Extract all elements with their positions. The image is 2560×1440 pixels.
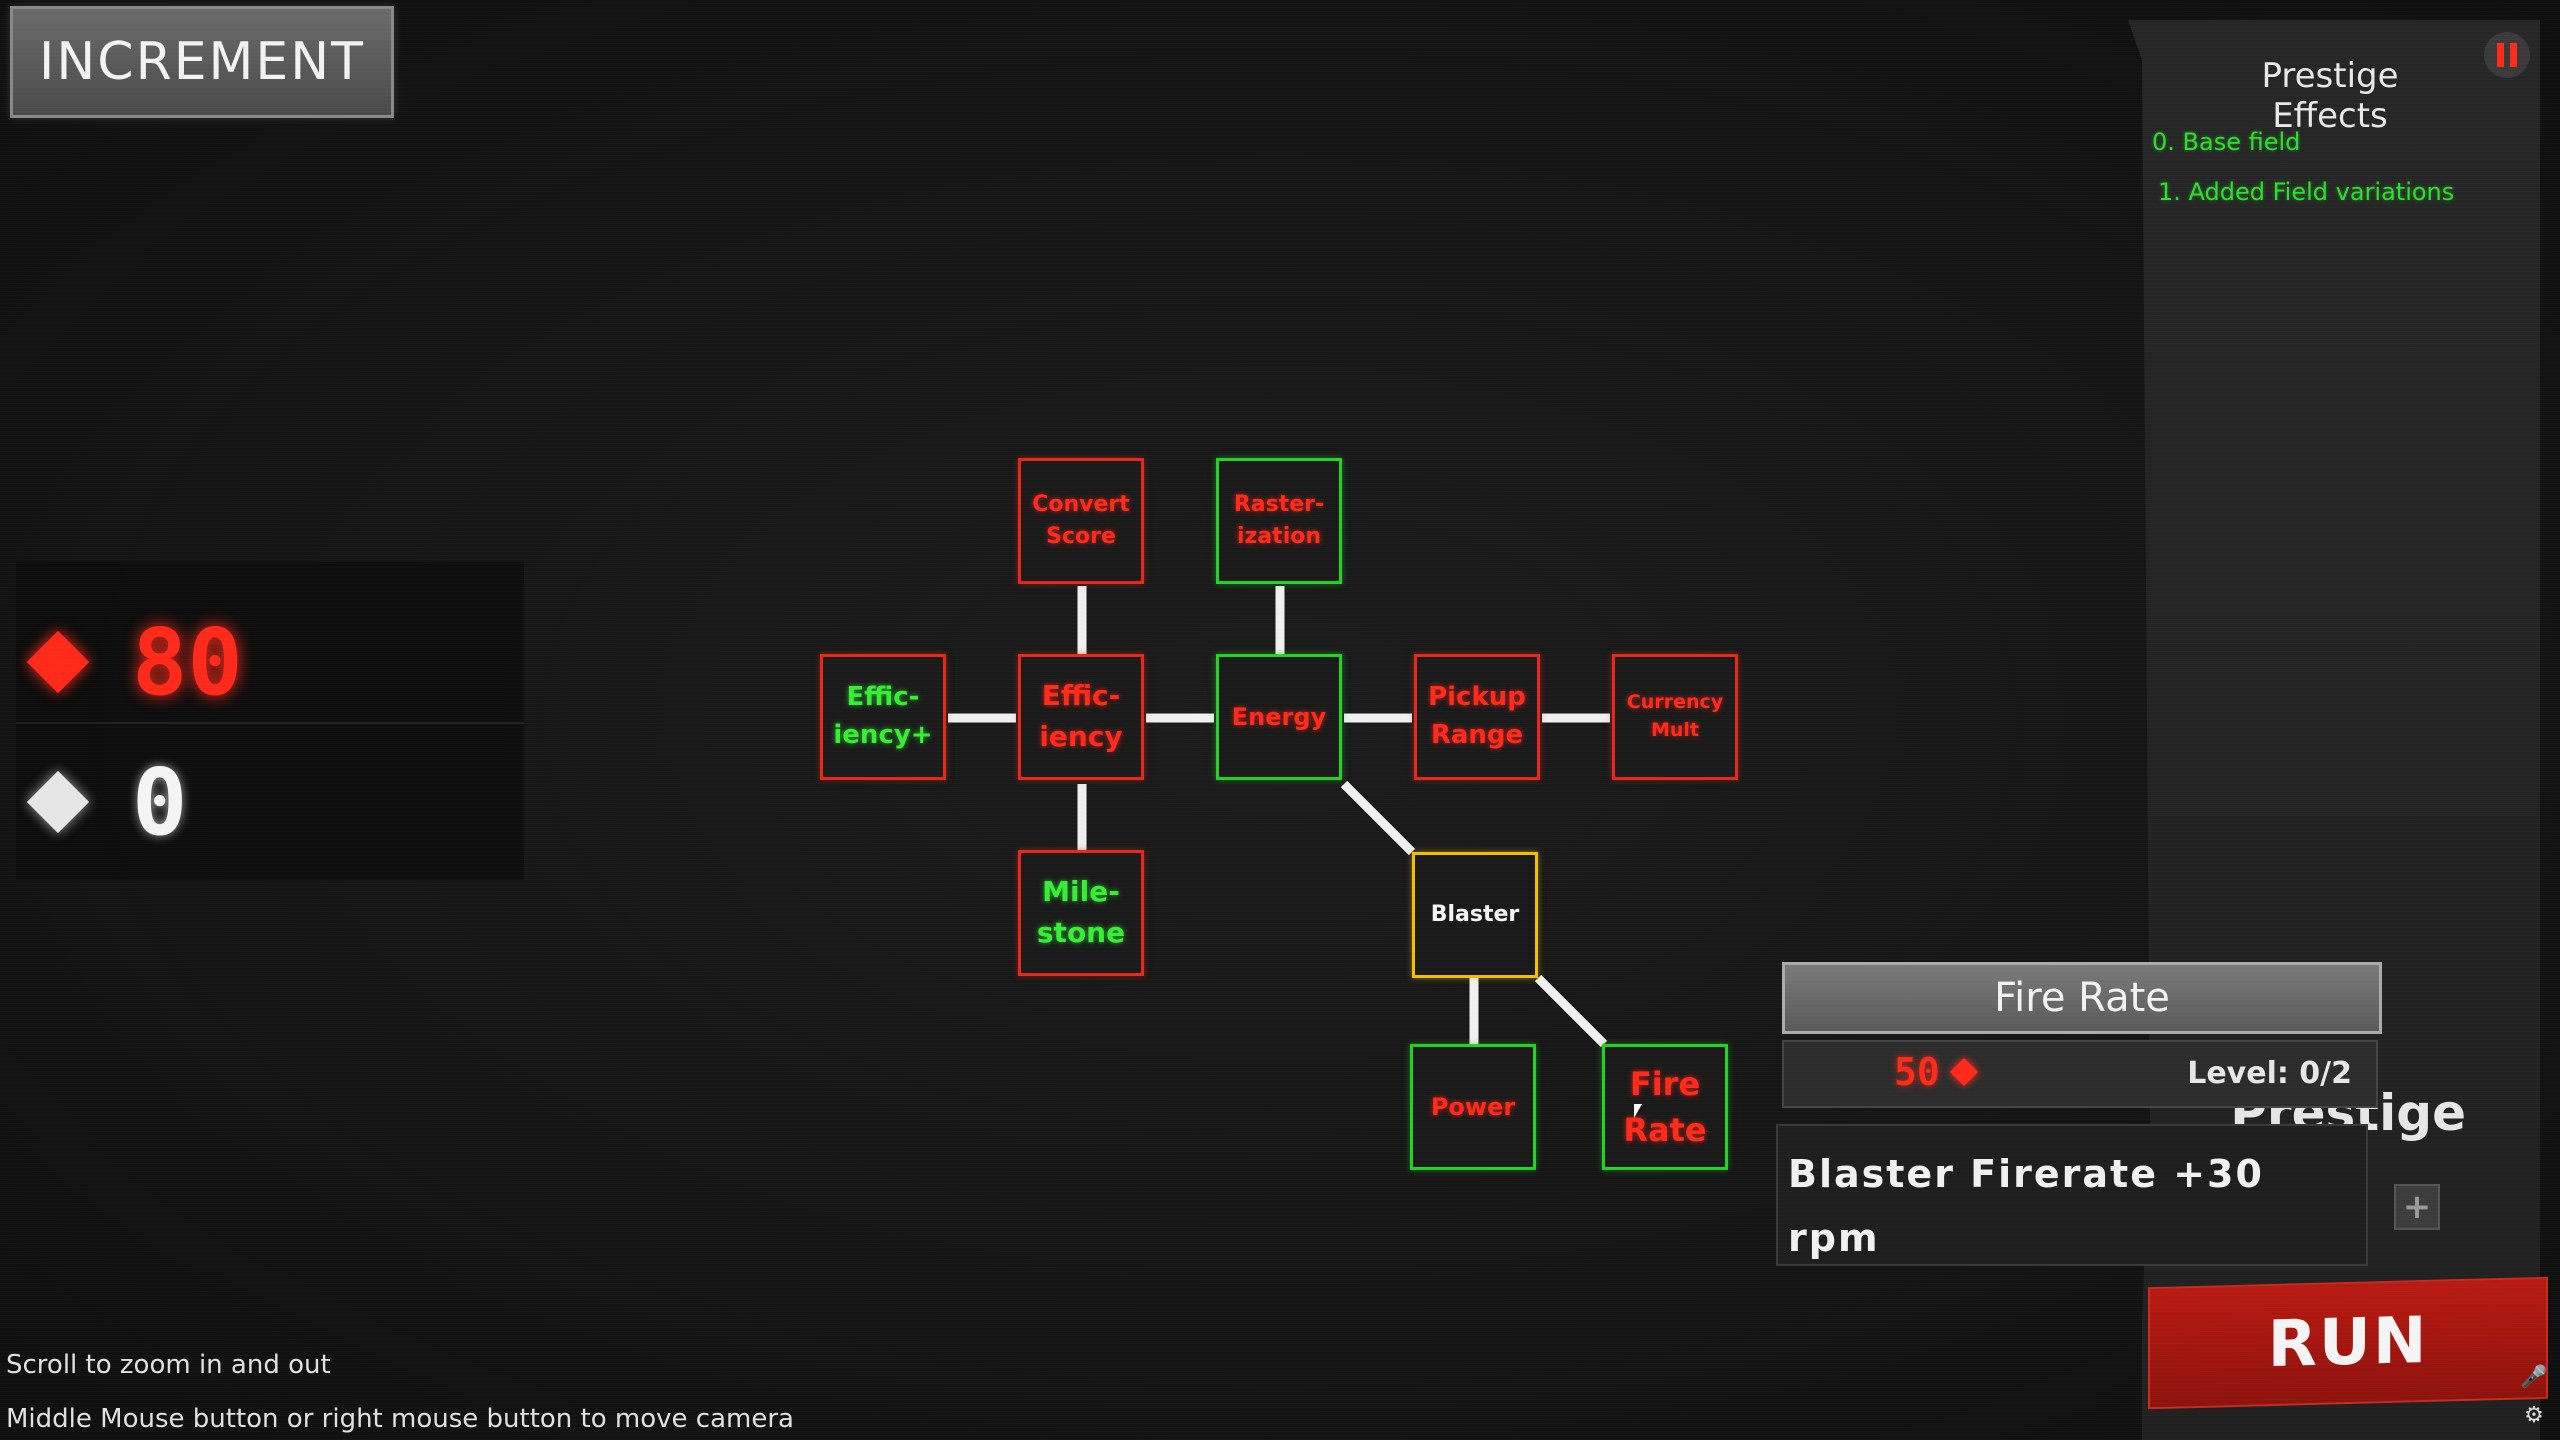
node-efficiency-plus[interactable]: Effic- iency+ — [820, 654, 946, 780]
node-fire-rate[interactable]: Fire Rate — [1602, 1044, 1728, 1170]
microphone-icon[interactable]: 🎤 — [2520, 1365, 2548, 1390]
connector-line — [1340, 780, 1416, 856]
node-power[interactable]: Power — [1410, 1044, 1536, 1170]
white-currency-value: 0 — [132, 748, 188, 856]
node-currency-mult[interactable]: Currency Mult — [1612, 654, 1738, 780]
pause-icon — [2497, 43, 2504, 67]
upgrade-cost: 50 — [1894, 1050, 1978, 1094]
node-blaster[interactable]: Blaster — [1412, 852, 1538, 978]
pause-button[interactable] — [2484, 32, 2530, 78]
node-milestone[interactable]: Mile- stone — [1018, 850, 1144, 976]
hint-zoom: Scroll to zoom in and out — [6, 1350, 331, 1380]
currency-panel: 80 0 — [16, 562, 524, 880]
add-button[interactable]: + — [2394, 1184, 2440, 1230]
node-rasterization[interactable]: Raster- ization — [1216, 458, 1342, 584]
upgrade-cost-value: 50 — [1894, 1050, 1940, 1094]
connector-line — [1534, 974, 1608, 1048]
node-efficiency[interactable]: Effic- iency — [1018, 654, 1144, 780]
game-logo: INCREMENT — [10, 6, 394, 118]
upgrade-description: Blaster Firerate +30 rpm — [1776, 1124, 2368, 1266]
node-energy[interactable]: Energy — [1216, 654, 1342, 780]
white-currency-row: 0 — [16, 742, 524, 862]
hint-camera: Middle Mouse button or right mouse butto… — [6, 1404, 794, 1434]
settings-icon[interactable]: ⚙ — [2524, 1403, 2544, 1428]
pause-icon-bar — [2510, 43, 2517, 67]
upgrade-level: Level: 0/2 — [2187, 1056, 2352, 1091]
upgrade-popup-title: Fire Rate — [1782, 962, 2382, 1034]
prestige-title: Prestige Effects — [2261, 56, 2399, 136]
red-currency-value: 80 — [132, 608, 243, 716]
red-currency-row: 80 — [16, 602, 524, 724]
mouse-cursor-icon — [1634, 1104, 1642, 1118]
prestige-effect-item: 1. Added Field variations — [2158, 178, 2455, 206]
upgrade-popup-cost-row[interactable]: 50 Level: 0/2 — [1782, 1040, 2378, 1108]
red-diamond-icon — [1949, 1057, 1978, 1087]
run-button[interactable]: RUN — [2148, 1276, 2548, 1410]
prestige-effect-item: 0. Base field — [2152, 128, 2301, 156]
node-pickup-range[interactable]: Pickup Range — [1414, 654, 1540, 780]
node-convert-score[interactable]: Convert Score — [1018, 458, 1144, 584]
